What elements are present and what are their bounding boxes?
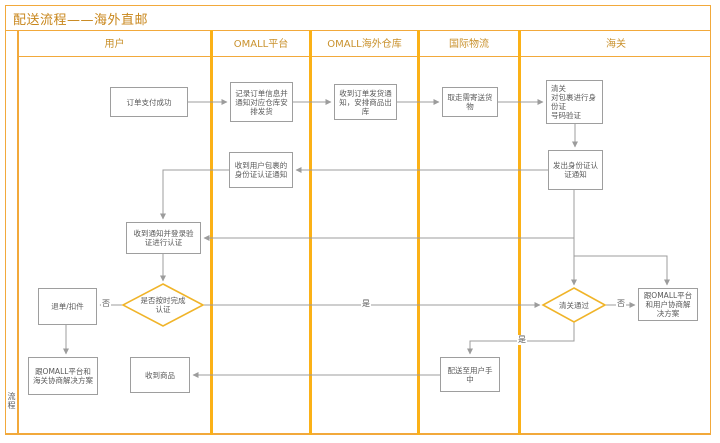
lane-divider-2 (309, 30, 312, 435)
lane-header-warehouse: OMALL海外仓库 (327, 39, 402, 50)
lane-divider-1 (210, 30, 213, 435)
side-strip-label: 流程 (7, 392, 16, 410)
node-negotiate-customs: 跟OMALL平台和海关协商解决方案 (28, 357, 98, 395)
lane-header-user: 用户 (104, 39, 125, 50)
node-refund: 退单/扣件 (38, 288, 97, 325)
edge-label-yes-customs: 是 (517, 335, 527, 345)
node-customs-check: 清关 对包裹进行身份证 号码验证 (546, 80, 603, 124)
lane-header-customs: 海关 (606, 39, 626, 50)
node-negotiate-user: 跟OMALL平台和用户协商解决方案 (638, 288, 698, 321)
node-platform-notice: 收到用户包裹的身份证认证通知 (229, 152, 293, 188)
edge-label-no-auth: 否 (101, 299, 111, 309)
label-customs-pass: 清关通过 (559, 300, 589, 310)
header-separator (18, 56, 711, 57)
diagram-title: 配送流程——海外直邮 (13, 13, 149, 28)
lane-divider-4 (518, 30, 521, 435)
node-record-order: 记录订单信息并通知对应仓库安排发货 (230, 82, 293, 122)
side-strip-divider (17, 30, 19, 435)
node-order-paid: 订单支付成功 (110, 87, 188, 117)
lane-header-platform: OMALL平台 (233, 39, 289, 50)
diagram-border (5, 5, 711, 435)
node-user-auth: 收到通知并登录验证进行认证 (126, 222, 201, 254)
label-auth-on-time: 是否按时完成认证 (140, 296, 186, 314)
node-pickup: 取走需寄送货物 (442, 87, 498, 117)
edge-label-no-customs: 否 (616, 299, 626, 309)
node-received-goods: 收到商品 (130, 357, 190, 393)
lane-divider-3 (417, 30, 420, 435)
title-separator (5, 30, 711, 31)
node-deliver: 配送至用户手中 (440, 357, 500, 392)
lane-header-logistics: 国际物流 (449, 39, 489, 50)
edge-label-yes-auth: 是 (361, 299, 371, 309)
node-outbound: 收到订单发货通知，安排商品出库 (334, 84, 397, 120)
node-send-auth-notice: 发出身份证认证通知 (548, 150, 603, 190)
